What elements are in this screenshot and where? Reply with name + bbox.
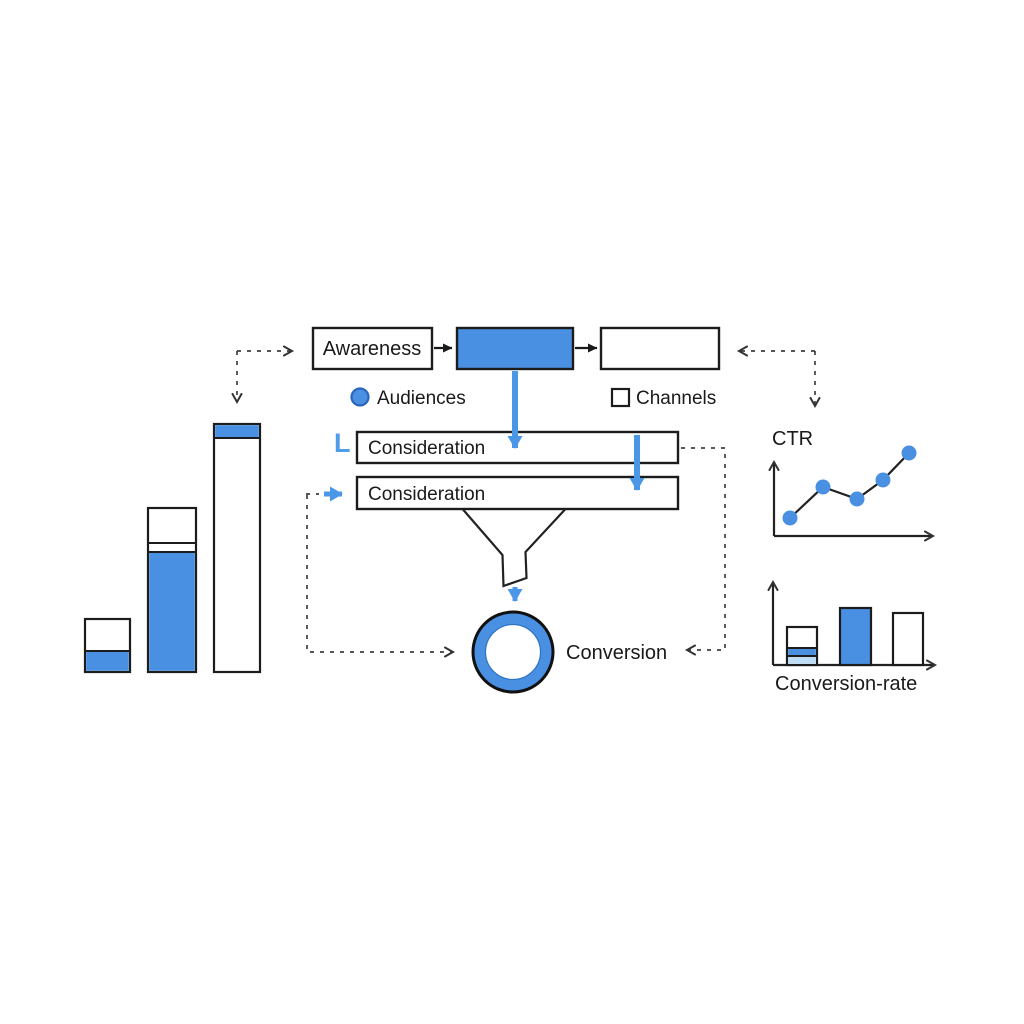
audiences-legend-label: Audiences xyxy=(377,388,466,409)
consideration-bottom-label: Consideration xyxy=(368,484,485,505)
channels-legend-label: Channels xyxy=(636,388,716,409)
dashed-connector-left-top xyxy=(231,345,295,405)
channel-box xyxy=(599,326,721,371)
data-point xyxy=(849,491,865,507)
channels-legend-icon xyxy=(610,387,631,408)
bar-segment xyxy=(788,656,816,664)
top-flow-row: Awareness xyxy=(311,326,721,371)
trend-line xyxy=(789,452,910,519)
l-marker: L xyxy=(334,428,351,458)
audience-segment-box xyxy=(455,326,575,371)
awareness-box xyxy=(311,326,434,371)
dashed-connector-right-top xyxy=(736,345,821,409)
legend: Audiences Channels xyxy=(350,387,716,409)
bar xyxy=(212,422,262,674)
bar xyxy=(838,606,873,667)
audiences-legend-icon xyxy=(350,387,370,407)
bar-segment xyxy=(215,425,259,438)
data-point xyxy=(901,445,917,461)
ctr-chart-title: CTR xyxy=(772,428,813,450)
conversion-ring-inner xyxy=(484,623,542,681)
conversion-node: Conversion xyxy=(471,610,667,694)
dashed-connector-left-to-conversion xyxy=(306,495,456,658)
consideration-stage: L Consideration Consideration xyxy=(334,428,680,511)
bar-segment xyxy=(149,553,195,671)
conversion-rate-chart: Conversion-rate xyxy=(767,579,938,695)
consideration-box-bottom xyxy=(355,475,680,511)
data-point xyxy=(875,472,891,488)
bar-segment xyxy=(86,652,129,671)
bar-segment xyxy=(788,648,816,656)
bar xyxy=(891,611,925,667)
conversion-rate-chart-label: Conversion-rate xyxy=(775,673,917,695)
awareness-label: Awareness xyxy=(323,338,422,360)
consideration-top-label: Consideration xyxy=(368,438,485,459)
conversion-label: Conversion xyxy=(566,642,667,664)
dashed-connector-right-to-conversion xyxy=(681,447,726,656)
funnel-shape xyxy=(462,508,566,588)
data-point xyxy=(815,479,831,495)
stage-volume-bar-chart xyxy=(83,422,262,674)
data-point xyxy=(782,510,798,526)
ctr-chart: CTR xyxy=(768,428,936,542)
